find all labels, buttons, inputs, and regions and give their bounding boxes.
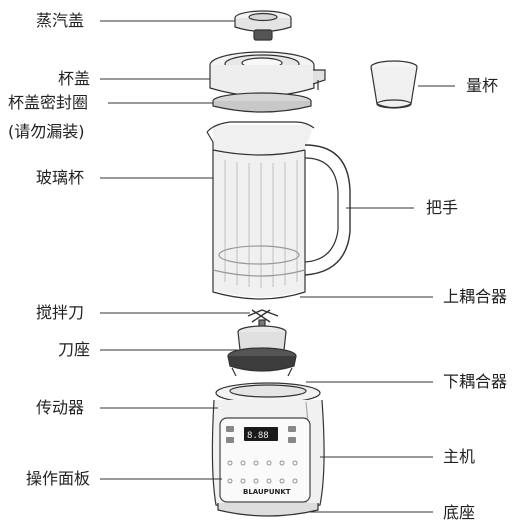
cup-lid-illustration (209, 51, 326, 97)
label-lower-coupler: 下耦合器 (443, 372, 508, 391)
panel-brand-text: BLAUPUNKT (243, 488, 291, 496)
label-transmission: 传动器 (36, 398, 85, 417)
steam-lid-illustration (234, 10, 292, 41)
label-control-panel: 操作面板 (26, 469, 91, 488)
main-unit-illustration: 8.88 (211, 382, 325, 517)
blade-seat-illustration (227, 325, 297, 377)
label-upper-coupler: 上耦合器 (443, 287, 508, 306)
label-measuring-cup: 量杯 (466, 76, 499, 95)
glass-jar-illustration (206, 121, 351, 300)
label-blade-seat: 刀座 (58, 340, 91, 359)
lid-seal-illustration (212, 92, 312, 113)
label-cup-lid: 杯盖 (58, 69, 91, 88)
label-glass-jar: 玻璃杯 (36, 168, 85, 187)
label-base: 底座 (443, 503, 476, 522)
label-lid-seal: 杯盖密封圈 (8, 93, 89, 112)
label-steam-lid: 蒸汽盖 (36, 11, 85, 30)
measuring-cup-illustration (370, 60, 418, 109)
label-handle: 把手 (426, 198, 459, 217)
label-lid-seal-note: (请勿漏装) (8, 122, 85, 141)
leader-lines (100, 20, 455, 513)
label-main-unit: 主机 (443, 447, 476, 466)
svg-text:8.88: 8.88 (247, 431, 269, 441)
label-mixing-blade: 搅拌刀 (36, 303, 85, 322)
